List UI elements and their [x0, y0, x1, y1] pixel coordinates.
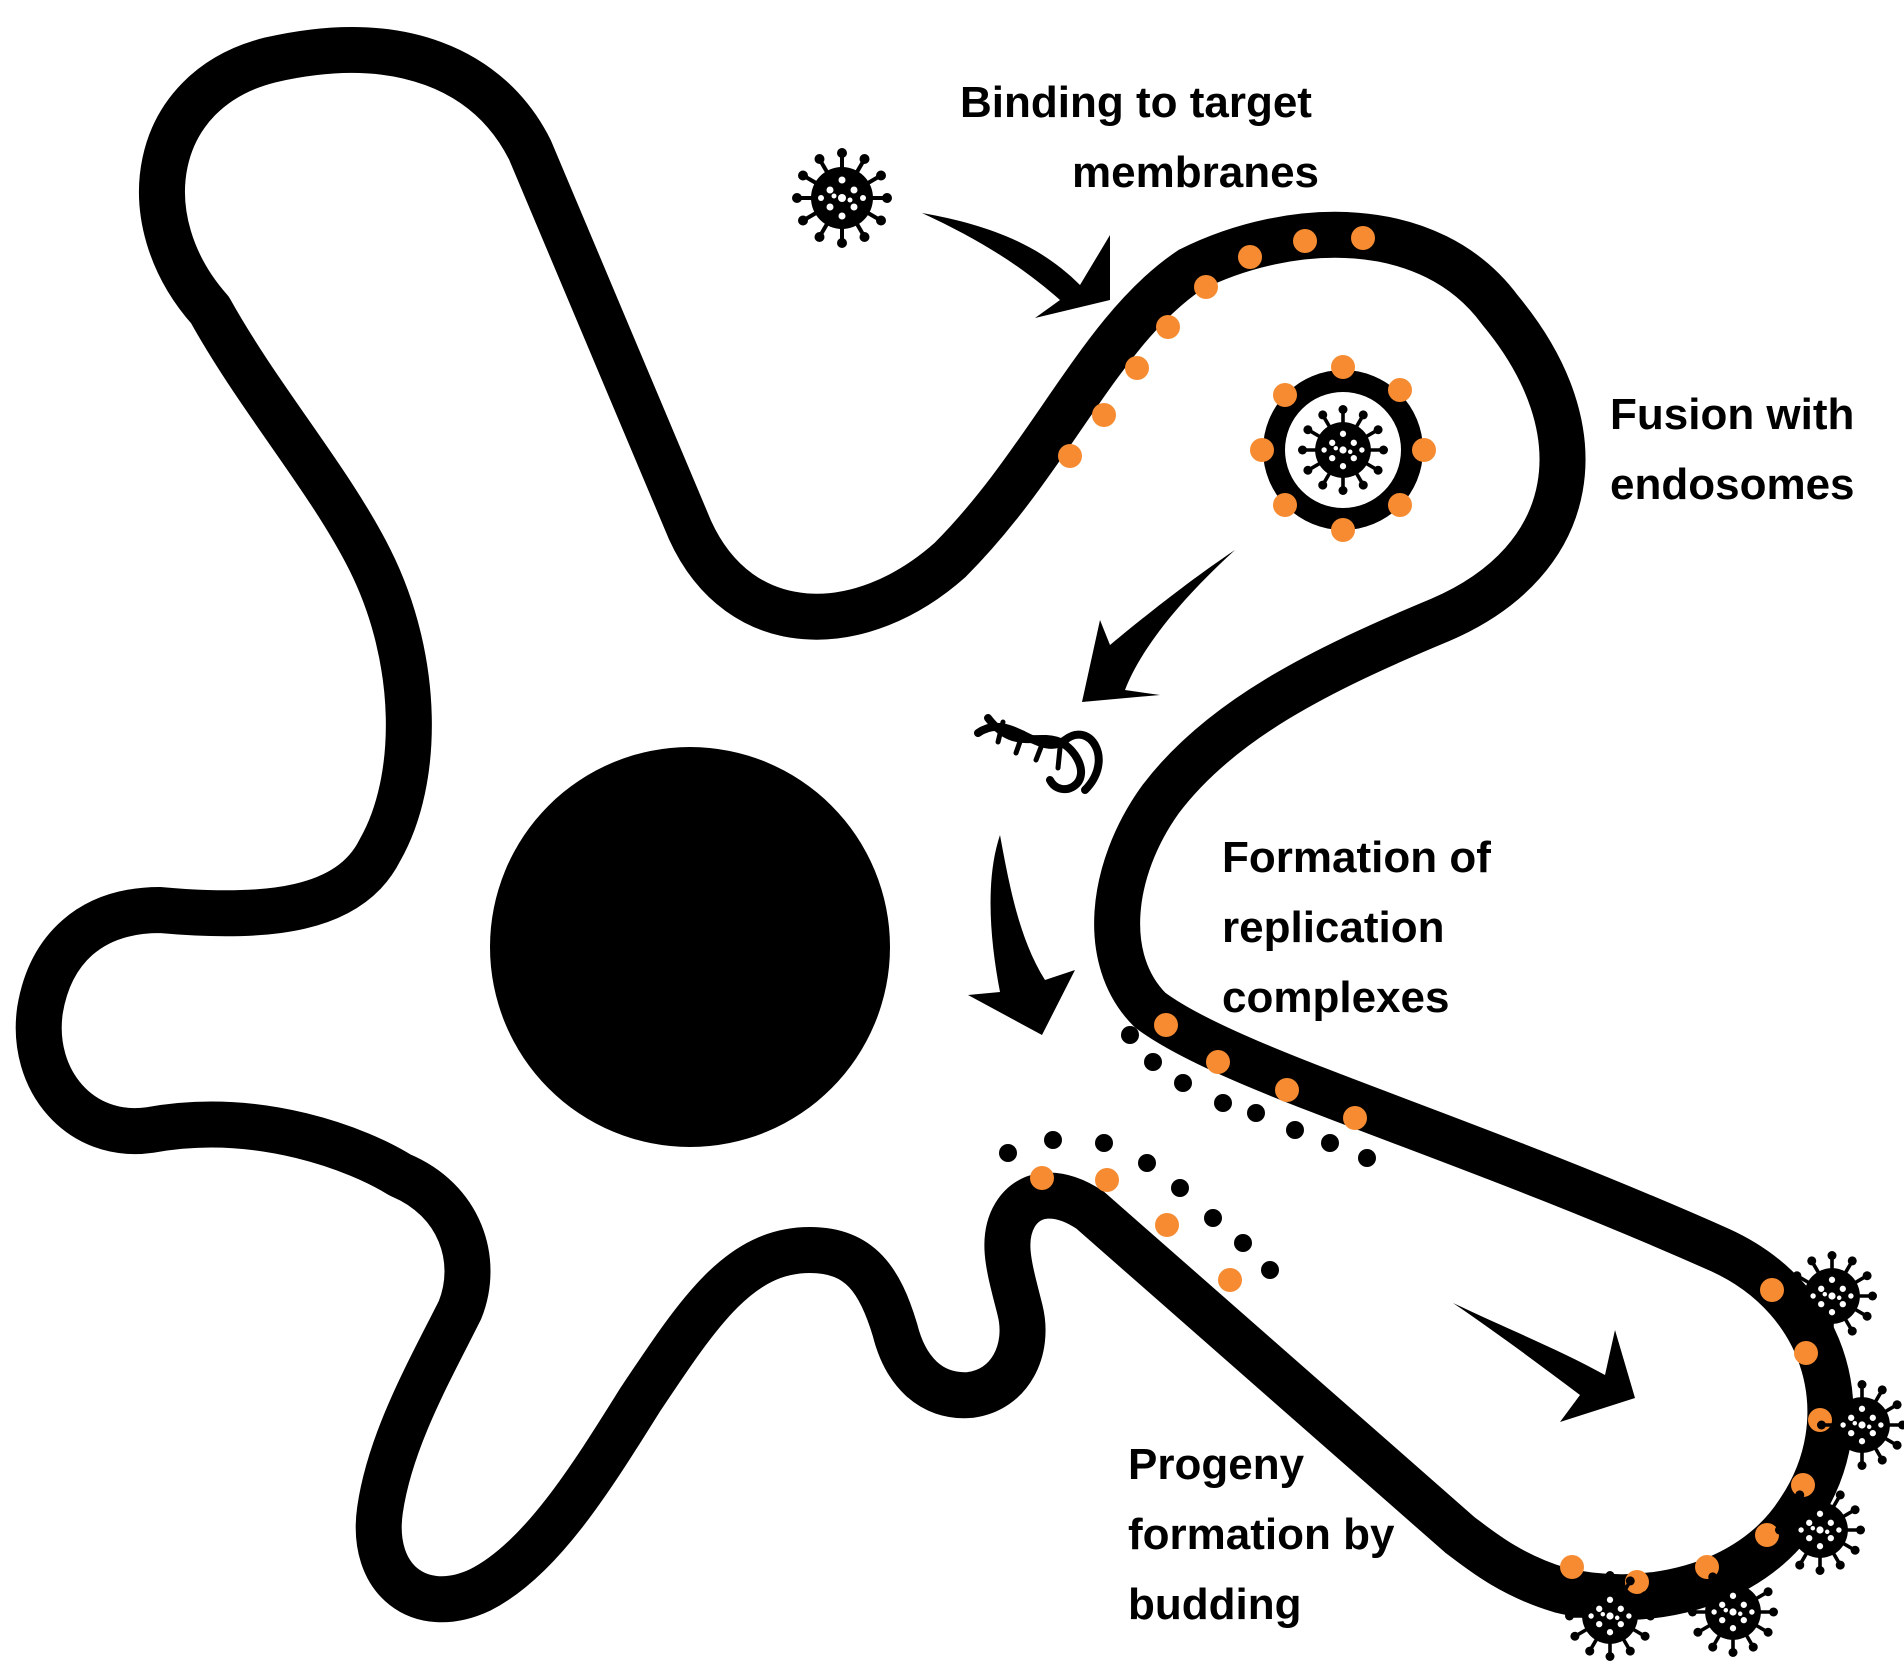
virus-icon: [790, 146, 894, 250]
label-fusion: Fusion with endosomes: [1610, 380, 1855, 520]
label-fusion-line-1: Fusion with: [1610, 390, 1855, 439]
replication-complex-dots: [999, 1026, 1376, 1279]
label-replication: Formation of replication complexes: [1222, 823, 1491, 1033]
label-replication-line-2: replication: [1222, 903, 1445, 952]
label-binding-line-1: Binding to target: [960, 78, 1312, 127]
label-replication-line-3: complexes: [1222, 973, 1450, 1022]
label-fusion-line-2: endosomes: [1610, 460, 1855, 509]
nucleus: [490, 747, 890, 1147]
label-budding-line-2: formation by: [1128, 1510, 1395, 1559]
lipid-dots-upper: [1058, 226, 1375, 468]
arrow-replication: [968, 835, 1075, 1035]
label-budding: Progeny formation by budding: [1128, 1430, 1394, 1640]
arrow-binding: [922, 213, 1110, 318]
label-budding-line-1: Progeny: [1128, 1440, 1305, 1489]
arrow-fusion: [1082, 550, 1235, 702]
dna-icon: [974, 714, 1103, 794]
arrow-budding: [1453, 1303, 1635, 1422]
label-binding-line-2: membranes: [1072, 148, 1320, 197]
label-budding-line-3: budding: [1128, 1580, 1302, 1629]
label-binding: Binding to target membranes: [960, 68, 1319, 208]
lipid-dots-lower: [1030, 1166, 1242, 1292]
endosome-icon: [1250, 355, 1436, 542]
process-arrow-icon: [922, 213, 1635, 1422]
label-replication-line-1: Formation of: [1222, 833, 1491, 882]
lipid-dots-right: [1154, 1013, 1832, 1594]
